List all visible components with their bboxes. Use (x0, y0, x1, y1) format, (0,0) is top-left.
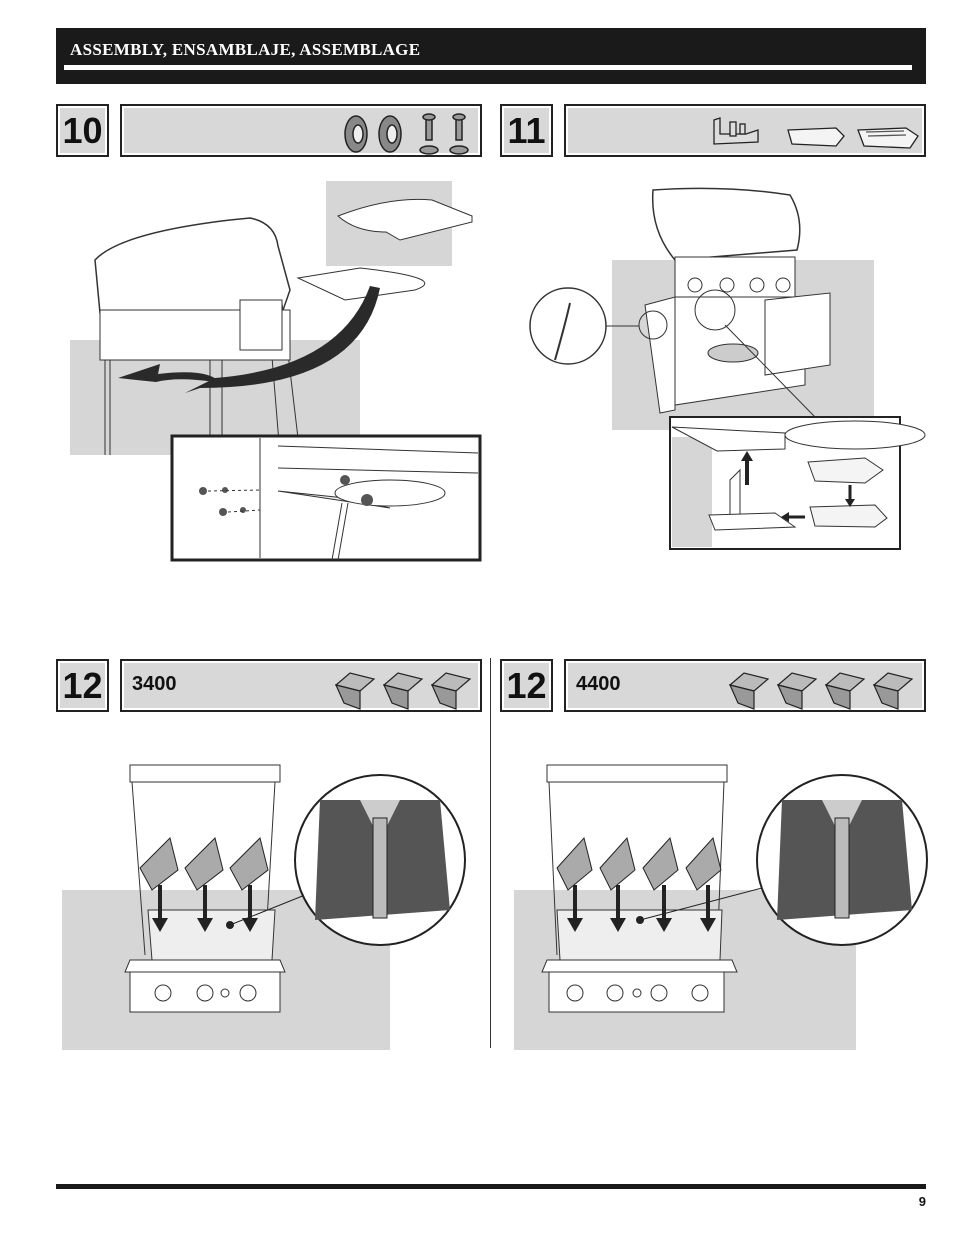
column-divider (490, 658, 491, 1048)
page-number: 9 (919, 1194, 926, 1209)
step-12-4400-number: 12 (500, 659, 553, 712)
step-12-4400-illustration (512, 760, 932, 1060)
grease-tray-icon (788, 128, 918, 148)
step-12-3400-parts-bar: 3400 (120, 659, 482, 712)
step-12-3400-number: 12 (56, 659, 109, 712)
step-11-parts-bar (564, 104, 926, 157)
heat-deflector-icon (726, 665, 926, 713)
step-11-number: 11 (500, 104, 553, 157)
model-4400-label: 4400 (576, 673, 621, 696)
footer-rule (56, 1184, 926, 1189)
flange-nut-icon (345, 116, 401, 152)
bracket-icon (714, 118, 758, 144)
screw-washer-icon (420, 114, 468, 154)
step-12-4400-parts-bar: 4400 (564, 659, 926, 712)
step-11-illustration (525, 185, 915, 555)
section-header: ASSEMBLY, ENSAMBLAJE, ASSEMBLAGE (56, 28, 926, 84)
step-11-parts-icons (706, 110, 926, 158)
header-rule (64, 65, 912, 70)
heat-deflector-icon (332, 665, 482, 713)
step-10-illustration (60, 178, 490, 568)
step-12-3400-illustration (60, 760, 480, 1060)
step-10-number: 10 (56, 104, 109, 157)
section-title: ASSEMBLY, ENSAMBLAJE, ASSEMBLAGE (70, 40, 420, 60)
model-3400-label: 3400 (132, 673, 177, 696)
wire-detail-circle (530, 288, 606, 364)
step-10-parts-bar (120, 104, 482, 157)
step-10-parts-icons (342, 110, 482, 158)
